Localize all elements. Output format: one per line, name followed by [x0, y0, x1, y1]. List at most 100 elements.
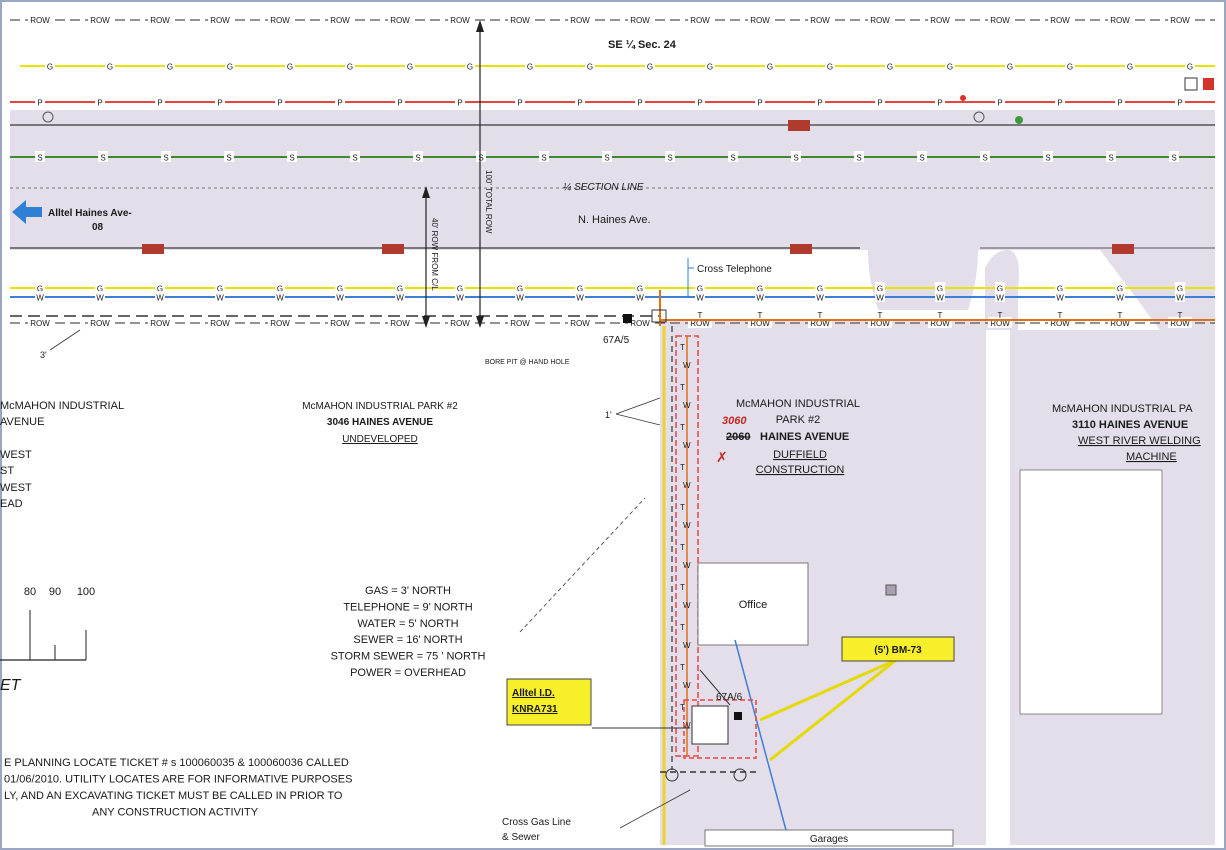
water-south-marker: W	[696, 294, 704, 303]
north-row-line-marker: ROW	[390, 16, 410, 25]
telephone-marker: T	[938, 311, 943, 320]
gas-north-marker: G	[527, 63, 533, 72]
gas-south-marker-bg	[875, 282, 885, 293]
cabinet-conduit	[683, 699, 757, 759]
hydrant-icon	[973, 111, 985, 123]
south-row-line-marker: ROW	[1170, 319, 1190, 328]
north-row-line-marker-bg	[388, 14, 412, 25]
north-row-line-marker-bg	[208, 14, 232, 25]
south-row-line-marker-bg	[448, 317, 472, 328]
power-north-marker-bg	[1115, 96, 1125, 107]
power-north-marker-bg	[875, 96, 885, 107]
sewer-marker: S	[919, 154, 924, 163]
water-south-marker: W	[276, 294, 284, 303]
north-row-line-marker: ROW	[90, 16, 110, 25]
water-south-marker: W	[996, 294, 1004, 303]
power-north-marker: P	[1117, 99, 1122, 108]
south-row-line-marker-bg	[1108, 317, 1132, 328]
left-parcel-line5: WEST	[0, 482, 32, 494]
south-row-line-marker-bg	[208, 317, 232, 328]
north-row-line-marker: ROW	[570, 16, 590, 25]
left-parcel-line3: WEST	[0, 449, 32, 461]
gas-south-marker-bg	[755, 282, 765, 293]
water-marker: W	[683, 521, 691, 530]
water-south-marker: W	[576, 294, 584, 303]
south-row-line-marker-bg	[808, 317, 832, 328]
gas-north-marker: G	[1067, 63, 1073, 72]
gas-north-marker-bg	[405, 60, 415, 71]
gas-south-marker: G	[637, 285, 643, 294]
south-row-line-marker-bg	[328, 317, 352, 328]
alltel-id-label-1: Alltel I.D.	[512, 688, 555, 699]
gas-north-marker: G	[347, 63, 353, 72]
gas-south-marker: G	[397, 285, 403, 294]
telephone-marker: T	[758, 311, 763, 320]
note-line: 01/06/2010. UTILITY LOCATES ARE FOR INFO…	[4, 774, 352, 786]
power-north-marker: P	[877, 99, 882, 108]
power-north-marker-bg	[395, 96, 405, 107]
bm-callout-leader	[759, 658, 897, 722]
scale-tick-label: 80	[24, 586, 36, 598]
north-row-line-marker-bg	[268, 14, 292, 25]
power-north-marker: P	[817, 99, 822, 108]
arrowhead-down-icon	[422, 316, 430, 328]
telephone-marker: T	[680, 343, 685, 352]
gas-north-marker: G	[947, 63, 953, 72]
left-parcel-line1: McMAHON INDUSTRIAL	[0, 400, 124, 412]
gas-north-marker: G	[287, 63, 293, 72]
north-row-line-marker-bg	[628, 14, 652, 25]
offset-item: WATER = 5' NORTH	[357, 618, 458, 630]
telephone-marker: T	[680, 663, 685, 672]
power-north-marker-bg	[815, 96, 825, 107]
water-south-marker: W	[216, 294, 224, 303]
sewer-marker-bg	[476, 151, 486, 162]
gas-north-marker: G	[1007, 63, 1013, 72]
water-south-marker-bg	[1115, 291, 1125, 302]
gas-south-marker: G	[577, 285, 583, 294]
sewer-marker-bg	[1043, 151, 1053, 162]
gas-north-marker-bg	[465, 60, 475, 71]
water-south-marker: W	[96, 294, 104, 303]
gas-north-marker-bg	[525, 60, 535, 71]
water-south-marker: W	[336, 294, 344, 303]
power-north-marker: P	[517, 99, 522, 108]
note-line: LY, AND AN EXCAVATING TICKET MUST BE CAL…	[4, 790, 343, 802]
telephone-marker: T	[1118, 311, 1123, 320]
sewer-manhole-marker	[788, 120, 810, 131]
driveway-1	[868, 250, 978, 310]
gas-south-marker: G	[37, 285, 43, 294]
sewer-marker: S	[667, 154, 672, 163]
south-row-line-marker: ROW	[1110, 319, 1130, 328]
site-owner-1: DUFFIELD	[773, 449, 827, 461]
sewer-marker-bg	[1106, 151, 1116, 162]
water-south-marker: W	[636, 294, 644, 303]
sewer-marker-bg	[350, 151, 360, 162]
alltel-id-label-2: KNRA731	[512, 704, 558, 715]
gas-south-marker-bg	[395, 282, 405, 293]
gas-north-marker-bg	[945, 60, 955, 71]
sewer-marker: S	[352, 154, 357, 163]
north-row-line-marker-bg	[28, 14, 52, 25]
telephone-marker: T	[680, 623, 685, 632]
sewer-marker: S	[163, 154, 168, 163]
bm-73-callout	[841, 636, 955, 662]
south-row-line-marker: ROW	[810, 319, 830, 328]
hydrant-icon	[42, 111, 54, 123]
water-marker: W	[683, 721, 691, 730]
power-north-marker-bg	[455, 96, 465, 107]
south-row-line-marker: ROW	[30, 319, 50, 328]
north-row-line-marker: ROW	[150, 16, 170, 25]
north-row-line-marker-bg	[928, 14, 952, 25]
right-parcel-address: 3110 HAINES AVENUE	[1072, 419, 1188, 431]
power-north-marker: P	[97, 99, 102, 108]
power-north-marker-bg	[335, 96, 345, 107]
power-north-marker-bg	[935, 96, 945, 107]
row-from-cl-label: 40' ROW FROM C/L	[430, 218, 439, 291]
sewer-marker-bg	[413, 151, 423, 162]
water-south-marker-bg	[35, 291, 45, 302]
sewer-marker-bg	[854, 151, 864, 162]
garages-label: Garages	[810, 834, 848, 845]
gas-south-marker: G	[97, 285, 103, 294]
north-row-line-marker-bg	[568, 14, 592, 25]
